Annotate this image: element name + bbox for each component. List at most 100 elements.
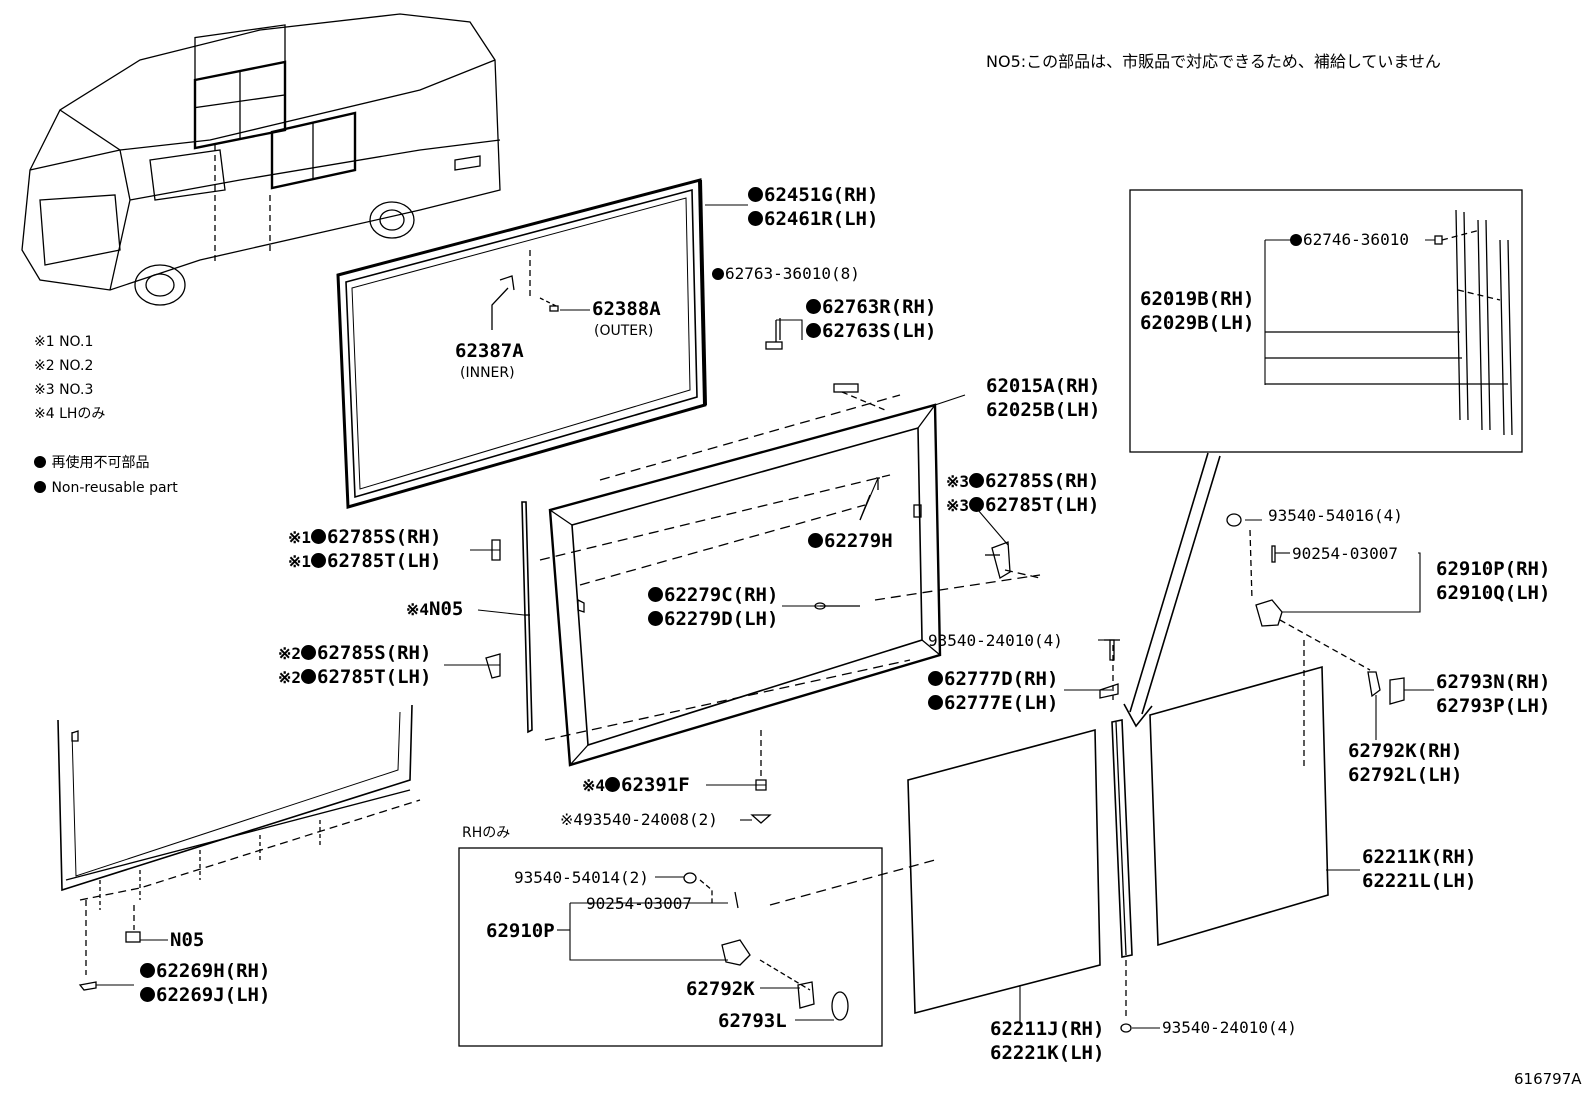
rh-only-box <box>458 847 883 1047</box>
legend-jp-text: 再使用不可部品 <box>51 455 150 471</box>
rh-only-label: RHのみ <box>462 825 511 841</box>
vehicle-illustration <box>21 13 501 306</box>
bullet-icon <box>648 611 663 626</box>
bullet-icon <box>928 671 943 686</box>
marker: ※4 <box>582 776 606 795</box>
bullet-icon <box>969 473 985 488</box>
part-no5-seal: ※4N05 <box>406 600 463 619</box>
legend-item-3: ※3 NO.3 <box>34 382 94 398</box>
part-90254-03007-a: 90254-03007 <box>1292 544 1398 563</box>
part-number: 62451G(RH) <box>764 184 879 206</box>
part-62793L: 62793L <box>718 1010 787 1032</box>
part-62387A: 62387A <box>455 340 524 362</box>
note-no5: NO5:この部品は、市販品で対応できるため、補給していません <box>986 52 1441 71</box>
part-number: 62279D(LH) <box>664 608 779 630</box>
marker: ※3 <box>946 496 970 515</box>
part-number: 62391F <box>621 774 690 796</box>
part-62211K: 62211K(RH) <box>1362 846 1477 868</box>
part-62910P-rh: 62910P <box>486 920 555 942</box>
bullet-icon <box>140 987 155 1002</box>
bullet-icon <box>808 533 823 548</box>
part-93540-24010-b: 93540-24010(4) <box>1162 1018 1297 1037</box>
legend-nonreusable-en: Non-reusable part <box>34 481 178 495</box>
part-62792K: 62792K(RH) <box>1348 740 1463 762</box>
part-62792K-rh: 62792K <box>686 978 755 1000</box>
part-62910Q: 62910Q(LH) <box>1436 582 1551 604</box>
part-number: 62746-36010 <box>1303 230 1409 249</box>
marker: ※4 <box>560 810 584 829</box>
bullet-icon <box>928 695 943 710</box>
part-number: 62279C(RH) <box>664 584 779 606</box>
leader-lines <box>96 204 1435 1029</box>
bullet-icon <box>806 323 821 338</box>
part-62763R: 62763R(RH) <box>806 298 936 317</box>
part-62025B: 62025B(LH) <box>986 399 1101 421</box>
part-number: 62785S(RH) <box>327 526 442 548</box>
part-number: 62785S(RH) <box>317 642 432 664</box>
part-62777D: 62777D(RH) <box>928 670 1058 689</box>
bullet-icon <box>712 268 724 280</box>
bullet-icon <box>969 497 985 512</box>
part-62763S: 62763S(LH) <box>806 322 936 341</box>
bullet-icon <box>605 777 621 792</box>
part-93540-54016: 93540-54016(4) <box>1268 506 1403 525</box>
part-62792L: 62792L(LH) <box>1348 764 1463 786</box>
part-90254-03007-b: 90254-03007 <box>586 894 692 913</box>
bullet-icon <box>301 645 317 660</box>
window-glass-frame <box>336 178 707 509</box>
part-62221L: 62221L(LH) <box>1362 870 1477 892</box>
part-62029B: 62029B(LH) <box>1140 312 1255 334</box>
marker: ※1 <box>288 528 312 547</box>
diagram-id: 616797A <box>1514 1070 1582 1088</box>
part-number: 62269H(RH) <box>156 960 271 982</box>
lower-body-panel <box>57 704 421 991</box>
part-number: 62785T(LH) <box>317 666 432 688</box>
part-62015A: 62015A(RH) <box>986 375 1101 397</box>
sliding-glass-panels <box>769 513 1405 1033</box>
marker: ※1 <box>288 552 312 571</box>
part-number: N05 <box>429 598 464 620</box>
part-62269H: 62269H(RH) <box>140 962 270 981</box>
bullet-icon <box>301 669 317 684</box>
part-62793N: 62793N(RH) <box>1436 671 1551 693</box>
bullet-icon <box>34 481 46 493</box>
part-62785S-no1: ※1 62785S(RH) <box>288 528 441 547</box>
marker: ※3 <box>946 472 970 491</box>
legend-item-4: ※4 LHのみ <box>34 406 106 422</box>
part-no5-clip: N05 <box>170 929 205 951</box>
part-93540-24008: ※493540-24008(2) <box>560 812 718 828</box>
bullet-icon <box>648 587 663 602</box>
part-62451G: 62451G(RH) <box>748 186 878 205</box>
part-62391F: ※4 62391F <box>582 776 690 795</box>
part-62785S-no3: ※3 62785S(RH) <box>946 472 1099 491</box>
window-sash-frame <box>521 394 1041 767</box>
bullet-icon <box>311 529 327 544</box>
bullet-icon <box>1290 234 1302 246</box>
marker: ※4 <box>406 600 430 619</box>
bullet-icon <box>34 456 46 468</box>
label-outer: (OUTER) <box>594 323 654 339</box>
part-number: 62785S(RH) <box>985 470 1100 492</box>
part-62777E: 62777E(LH) <box>928 694 1058 713</box>
bullet-icon <box>806 299 821 314</box>
marker: ※2 <box>278 644 302 663</box>
part-62221K: 62221K(LH) <box>990 1042 1105 1064</box>
part-62019B: 62019B(RH) <box>1140 288 1255 310</box>
clips <box>485 318 1120 824</box>
part-62388A: 62388A <box>592 298 661 320</box>
part-62461R: 62461R(LH) <box>748 210 878 229</box>
legend-nonreusable-jp: 再使用不可部品 <box>34 456 149 470</box>
part-number: 62279H <box>824 530 893 552</box>
part-62746-36010: 62746-36010 <box>1290 232 1409 248</box>
bullet-icon <box>140 963 155 978</box>
part-number: 62785T(LH) <box>327 550 442 572</box>
part-number: 62763R(RH) <box>822 296 937 318</box>
part-62211J: 62211J(RH) <box>990 1018 1105 1040</box>
bullet-icon <box>748 187 763 202</box>
part-62269J: 62269J(LH) <box>140 986 270 1005</box>
part-62910P: 62910P(RH) <box>1436 558 1551 580</box>
